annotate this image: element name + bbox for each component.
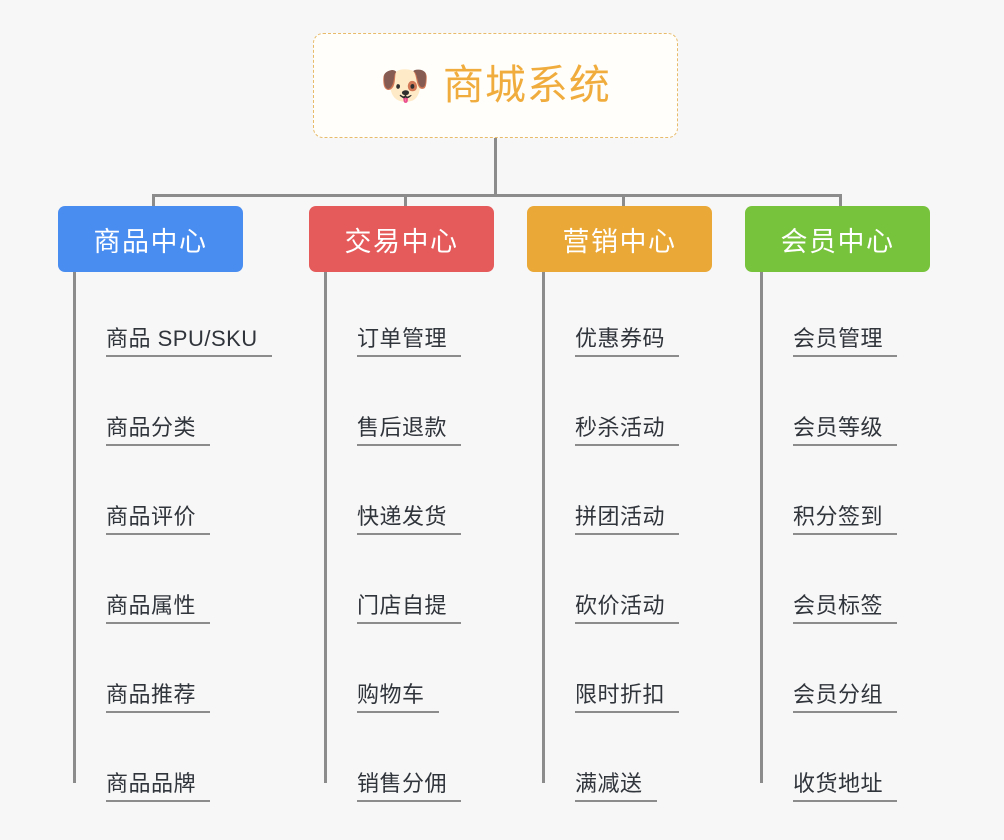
leaf-item[interactable]: 购物车 [324, 628, 461, 717]
category-column-trade: 交易中心 订单管理 售后退款 快递发货 门店自提 购物车 销售分佣 [309, 206, 494, 802]
leaf-label: 商品分类 [106, 414, 211, 446]
leaf-item[interactable]: 商品分类 [73, 361, 272, 450]
category-label: 营销中心 [562, 226, 677, 257]
leaf-item[interactable]: 商品品牌 [73, 717, 272, 806]
leaf-item[interactable]: 商品 SPU/SKU [73, 272, 272, 361]
category-header-member[interactable]: 会员中心 [745, 206, 930, 272]
leaf-label: 会员分组 [793, 681, 898, 713]
leaf-item[interactable]: 门店自提 [324, 539, 462, 628]
leaf-label: 拼团活动 [575, 503, 680, 535]
leaf-label: 售后退款 [357, 414, 462, 446]
leaf-item[interactable]: 积分签到 [760, 450, 898, 539]
leaf-list-trade: 订单管理 售后退款 快递发货 门店自提 购物车 销售分佣 [324, 272, 462, 806]
category-column-marketing: 营销中心 优惠券码 秒杀活动 拼团活动 砍价活动 限时折扣 满减送 [527, 206, 712, 802]
leaf-item[interactable]: 砍价活动 [542, 539, 680, 628]
leaf-label: 收货地址 [793, 770, 898, 802]
leaf-label: 商品推荐 [106, 681, 211, 713]
leaf-item[interactable]: 会员分组 [760, 628, 898, 717]
leaf-label: 优惠券码 [575, 325, 680, 357]
leaf-label: 限时折扣 [575, 681, 680, 713]
root-stem-connector [494, 138, 497, 196]
leaf-label: 商品品牌 [106, 770, 211, 802]
leaf-item[interactable]: 秒杀活动 [542, 361, 680, 450]
category-drop-connector-2 [404, 194, 407, 208]
leaf-label: 会员等级 [793, 414, 898, 446]
leaf-item[interactable]: 拼团活动 [542, 450, 680, 539]
shiba-dog-face-icon: 🐶 [380, 63, 430, 108]
category-drop-connector-1 [152, 194, 155, 208]
leaf-item[interactable]: 会员标签 [760, 539, 898, 628]
leaf-item[interactable]: 快递发货 [324, 450, 462, 539]
category-drop-connector-3 [622, 194, 625, 208]
leaf-item[interactable]: 销售分佣 [324, 717, 462, 806]
category-label: 商品中心 [93, 226, 208, 257]
category-column-member: 会员中心 会员管理 会员等级 积分签到 会员标签 会员分组 收货地址 [745, 206, 930, 802]
category-label: 交易中心 [344, 226, 459, 257]
category-spine [542, 272, 545, 783]
leaf-list-products: 商品 SPU/SKU 商品分类 商品评价 商品属性 商品推荐 商品品牌 [73, 272, 272, 806]
leaf-item[interactable]: 会员等级 [760, 361, 898, 450]
category-spine [324, 272, 327, 783]
leaf-label: 积分签到 [793, 503, 898, 535]
leaf-item[interactable]: 商品评价 [73, 450, 272, 539]
leaf-label: 订单管理 [357, 325, 462, 357]
leaf-label: 砍价活动 [575, 592, 680, 624]
leaf-list-member: 会员管理 会员等级 积分签到 会员标签 会员分组 收货地址 [760, 272, 898, 806]
leaf-label: 会员管理 [793, 325, 898, 357]
category-label: 会员中心 [780, 226, 895, 257]
leaf-item[interactable]: 会员管理 [760, 272, 898, 361]
category-drop-connector-4 [839, 194, 842, 208]
leaf-label: 会员标签 [793, 592, 898, 624]
leaf-item[interactable]: 满减送 [542, 717, 679, 806]
leaf-label: 满减送 [575, 770, 657, 802]
leaf-label: 商品 SPU/SKU [106, 325, 272, 357]
category-header-products[interactable]: 商品中心 [58, 206, 243, 272]
leaf-item[interactable]: 限时折扣 [542, 628, 680, 717]
leaf-item[interactable]: 商品推荐 [73, 628, 272, 717]
leaf-label: 商品属性 [106, 592, 211, 624]
category-header-trade[interactable]: 交易中心 [309, 206, 494, 272]
leaf-item[interactable]: 优惠券码 [542, 272, 680, 361]
leaf-label: 销售分佣 [357, 770, 462, 802]
leaf-label: 快递发货 [357, 503, 462, 535]
leaf-label: 门店自提 [357, 592, 462, 624]
leaf-item[interactable]: 商品属性 [73, 539, 272, 628]
leaf-label: 商品评价 [106, 503, 211, 535]
root-title: 商城系统 [442, 62, 611, 108]
category-column-products: 商品中心 商品 SPU/SKU 商品分类 商品评价 商品属性 商品推荐 商品品牌 [58, 206, 272, 802]
horizontal-bus-connector [152, 194, 842, 197]
leaf-label: 购物车 [357, 681, 439, 713]
category-spine [73, 272, 76, 783]
leaf-item[interactable]: 收货地址 [760, 717, 898, 806]
leaf-item[interactable]: 售后退款 [324, 361, 462, 450]
category-header-marketing[interactable]: 营销中心 [527, 206, 712, 272]
root-node[interactable]: 🐶 商城系统 [313, 33, 678, 138]
category-spine [760, 272, 763, 783]
leaf-list-marketing: 优惠券码 秒杀活动 拼团活动 砍价活动 限时折扣 满减送 [542, 272, 680, 806]
leaf-item[interactable]: 订单管理 [324, 272, 462, 361]
leaf-label: 秒杀活动 [575, 414, 680, 446]
